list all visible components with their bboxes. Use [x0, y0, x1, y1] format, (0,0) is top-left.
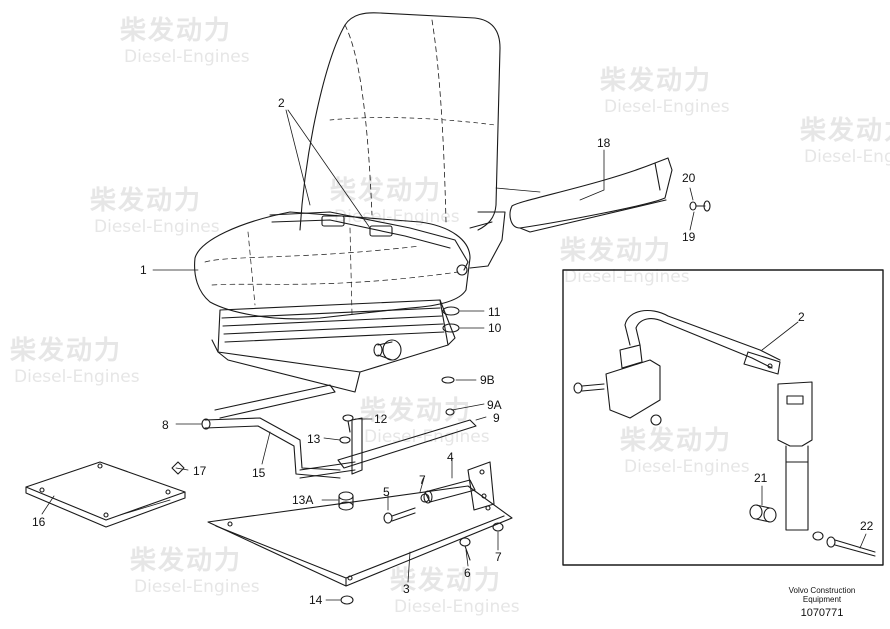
callout-18: 18 [597, 136, 611, 150]
callout-20: 20 [682, 171, 696, 185]
callout-7a: 7 [419, 473, 426, 487]
callout-8: 8 [162, 418, 169, 432]
inset-frame [562, 269, 884, 566]
callout-19: 19 [682, 230, 696, 244]
seat-backrest [299, 12, 506, 269]
base-plate [207, 485, 513, 587]
callout-15: 15 [252, 466, 266, 480]
rails [201, 384, 495, 511]
caption-line-1: Volvo Construction [788, 586, 856, 595]
callout-7b: 7 [495, 550, 502, 564]
callout-6: 6 [464, 566, 471, 580]
seat-suspension [211, 299, 456, 393]
callout-9: 9 [493, 411, 500, 425]
callout-13: 13 [307, 432, 321, 446]
fasteners [171, 306, 504, 605]
mounting-plate-16 [25, 461, 186, 528]
callout-16: 16 [32, 515, 46, 529]
callout-2-inset: 2 [798, 310, 805, 324]
callout-2-main: 2 [278, 96, 285, 110]
leader-lines [41, 109, 695, 601]
callout-14: 14 [309, 593, 323, 607]
callout-3: 3 [403, 582, 410, 596]
seat-cushion [194, 211, 471, 320]
drawing-number: 1070771 [800, 607, 844, 619]
callout-12: 12 [374, 412, 388, 426]
callout-22: 22 [860, 519, 874, 533]
callout-17: 17 [193, 464, 207, 478]
callout-1: 1 [140, 263, 147, 277]
armrest [495, 157, 673, 233]
screw-20 [689, 200, 711, 212]
drawing-caption: Volvo Construction Equipment 1070771 [770, 586, 874, 620]
callout-21: 21 [754, 471, 768, 485]
callout-5: 5 [383, 485, 390, 499]
callout-9a: 9A [487, 398, 502, 412]
inset-seatbelt [573, 309, 876, 557]
callout-10: 10 [488, 321, 502, 335]
callout-4: 4 [447, 450, 454, 464]
callout-9b: 9B [480, 373, 495, 387]
callout-13a: 13A [292, 493, 314, 507]
callout-11: 11 [488, 305, 501, 319]
caption-line-2: Equipment [802, 595, 842, 604]
